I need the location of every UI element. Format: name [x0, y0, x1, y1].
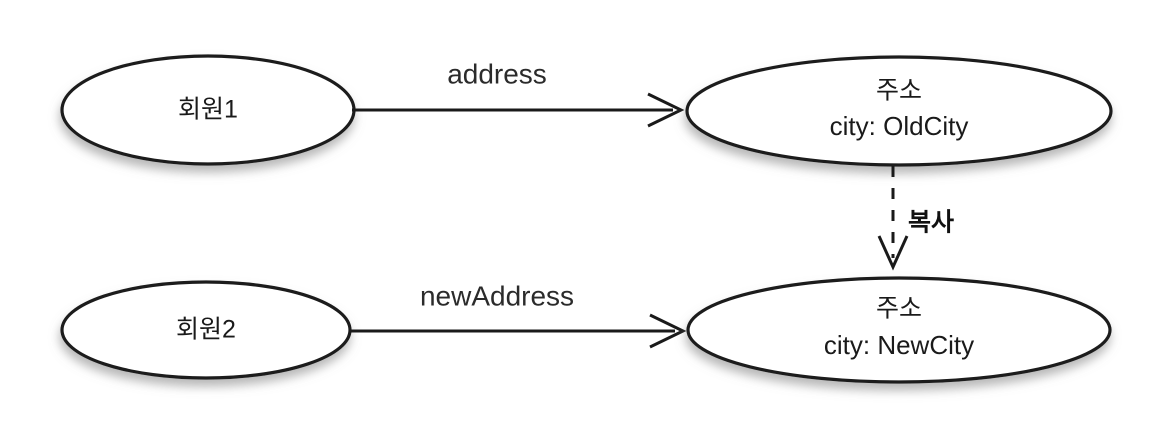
node-member2-label: 회원2 [176, 316, 236, 344]
node-address-old-label: 주소 [876, 77, 922, 105]
node-address-old-sublabel: city: OldCity [830, 111, 969, 141]
node-address-new[interactable]: 주소 city: NewCity [686, 276, 1112, 384]
node-address-new-sublabel: city: NewCity [824, 330, 974, 360]
edge-new-address-label: newAddress [420, 280, 574, 311]
node-member2[interactable]: 회원2 [60, 280, 352, 380]
node-member1-label: 회원1 [178, 96, 238, 124]
node-address-new-label: 주소 [876, 295, 922, 323]
edge-address-label: address [447, 58, 547, 89]
edge-copy-arrowhead [877, 235, 909, 271]
edge-copy-label: 복사 [908, 209, 954, 237]
edge-address[interactable]: address [352, 58, 685, 128]
node-address-new-ellipse [686, 276, 1112, 384]
node-member1[interactable]: 회원1 [60, 54, 356, 166]
edge-new-address-arrowhead [649, 313, 687, 349]
edge-new-address[interactable]: newAddress [349, 280, 687, 349]
edge-address-arrowhead [647, 92, 685, 128]
edge-copy[interactable]: 복사 [877, 166, 954, 271]
node-address-old[interactable]: 주소 city: OldCity [685, 55, 1113, 167]
node-address-old-ellipse [685, 55, 1113, 167]
